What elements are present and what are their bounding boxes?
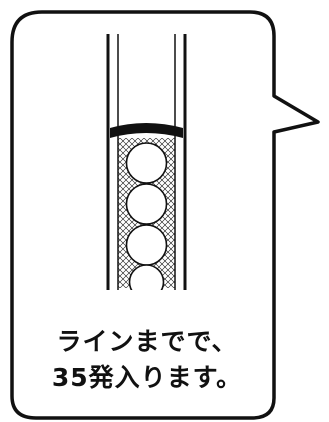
ball <box>125 224 168 266</box>
fill-line-marker <box>110 123 183 138</box>
tube-bottom-mask <box>100 290 194 310</box>
ball <box>125 183 168 225</box>
ball <box>125 142 168 184</box>
caption-line-2: 35発入ります。 <box>51 363 243 392</box>
caption-line-1: ラインまでで、 <box>56 327 238 356</box>
